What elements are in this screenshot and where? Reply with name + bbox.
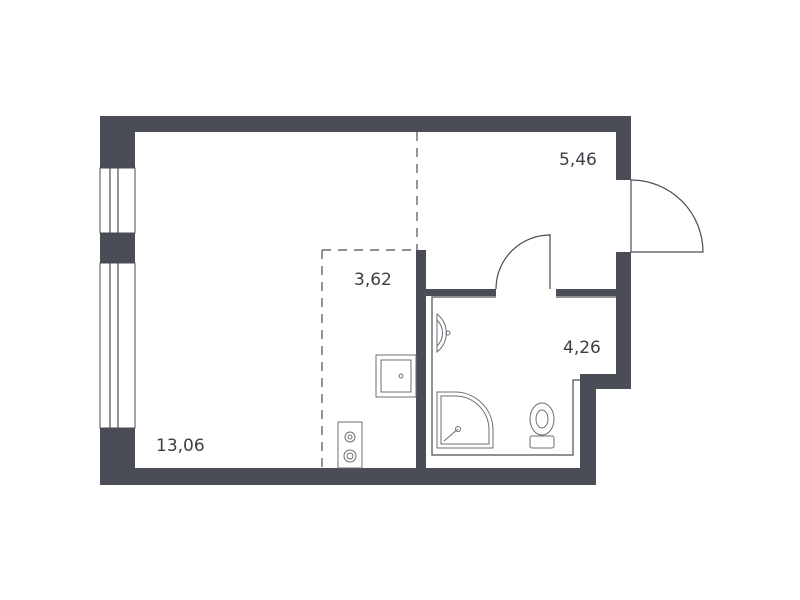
bath-inner-outline <box>431 296 580 456</box>
wall-right-upper <box>616 116 631 180</box>
area-main-room: 13,06 <box>156 436 205 456</box>
washbasin-icon <box>436 312 451 354</box>
bathroom-door <box>495 234 551 290</box>
exterior-walls <box>100 116 631 485</box>
sink-icon <box>375 354 417 398</box>
wall-right-bottom <box>580 374 596 485</box>
windows <box>99 167 136 429</box>
area-kitchen: 3,62 <box>354 270 392 290</box>
area-labels: 13,06 3,62 5,46 4,26 <box>156 150 601 456</box>
wall-top <box>100 116 631 132</box>
wall-bath-top-right <box>556 289 616 296</box>
area-bathroom: 4,26 <box>563 338 601 358</box>
wall-bottom <box>100 468 596 485</box>
area-hallway: 5,46 <box>559 150 597 170</box>
wall-bath-left <box>416 250 426 468</box>
window-lower <box>99 262 136 429</box>
toilet-icon <box>529 402 555 449</box>
wall-left-top <box>100 116 135 168</box>
interior-walls <box>416 250 616 468</box>
stove-icon <box>337 421 363 469</box>
bathroom-fixtures <box>436 312 555 449</box>
wall-bath-top-left <box>416 289 496 296</box>
doors <box>495 179 704 290</box>
zone-boundaries <box>321 132 418 468</box>
wall-right-lower <box>616 252 631 389</box>
window-upper <box>99 167 136 234</box>
kitchen-fixtures <box>337 354 417 469</box>
wall-left-mid <box>100 233 135 263</box>
shower-icon <box>436 391 494 449</box>
entry-door <box>630 179 704 253</box>
